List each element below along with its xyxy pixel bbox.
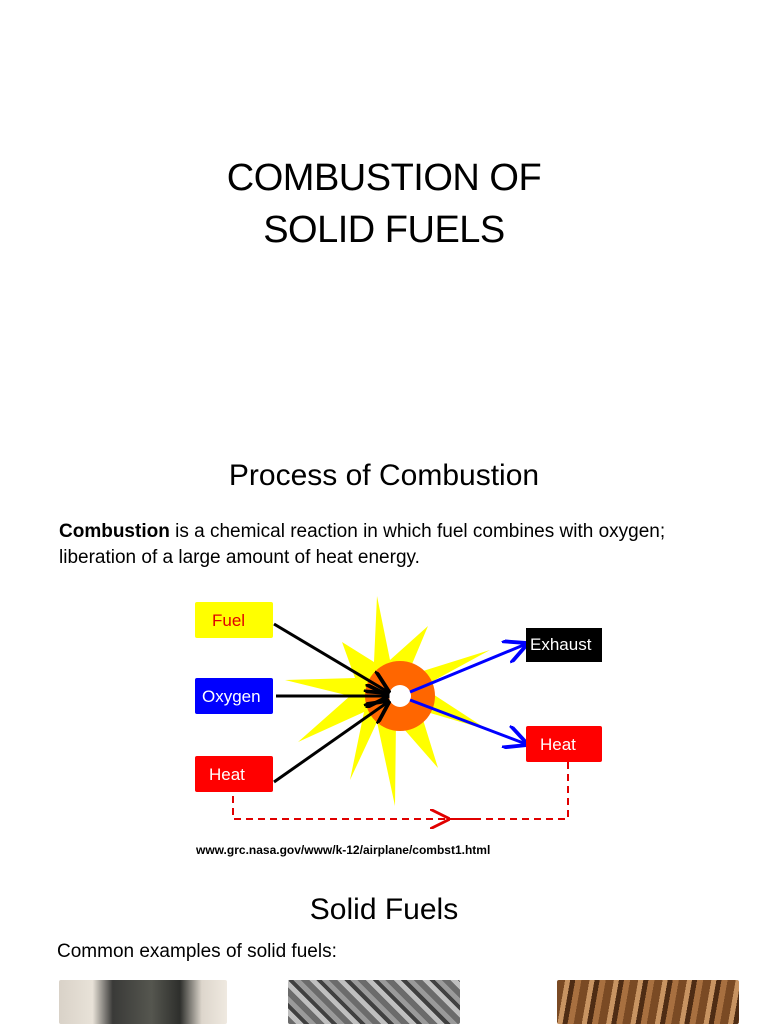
- oxygen-label: Oxygen: [202, 687, 261, 706]
- source-link[interactable]: www.grc.nasa.gov/www/k-12/airplane/combs…: [196, 843, 491, 857]
- solid-fuels-intro: Common examples of solid fuels:: [57, 941, 337, 962]
- slide-title: COMBUSTION OF SOLID FUELS: [0, 152, 768, 256]
- output-heat-box: Heat: [526, 726, 602, 762]
- title-line-2: SOLID FUELS: [263, 209, 505, 251]
- exhaust-arrow: [409, 644, 526, 694]
- coal-image: [59, 980, 227, 1024]
- heat-input-label: Heat: [209, 765, 245, 784]
- fuel-arrow: [273, 622, 388, 692]
- firewood-image: [557, 980, 739, 1024]
- input-fuel-box: Fuel: [195, 602, 273, 638]
- feedback-loop: [232, 762, 569, 820]
- definition-paragraph: Combustion is a chemical reaction in whi…: [59, 519, 749, 571]
- combustion-center: [389, 685, 411, 707]
- fuel-label: Fuel: [212, 611, 245, 630]
- definition-text: is a chemical reaction in which fuel com…: [169, 521, 666, 542]
- input-heat-box: Heat: [195, 756, 273, 792]
- input-oxygen-box: Oxygen: [195, 678, 273, 714]
- output-exhaust-box: Exhaust: [526, 628, 602, 662]
- heat-output-arrow: [409, 698, 526, 744]
- heat-input-arrow: [273, 702, 388, 784]
- exhaust-label: Exhaust: [530, 635, 592, 654]
- title-line-1: COMBUSTION OF: [226, 157, 542, 199]
- definition-line-1: Combustion is a chemical reaction in whi…: [59, 519, 749, 545]
- combustion-diagram: Fuel Oxygen Heat Exhaust Heat: [195, 596, 602, 832]
- process-heading: Process of Combustion: [228, 459, 540, 492]
- definition-term: Combustion: [59, 521, 170, 542]
- heat-output-label: Heat: [540, 735, 576, 754]
- definition-line-2: liberation of a large amount of heat ene…: [59, 547, 420, 568]
- charcoal-image: [288, 980, 460, 1024]
- solid-fuels-heading: Solid Fuels: [309, 893, 459, 926]
